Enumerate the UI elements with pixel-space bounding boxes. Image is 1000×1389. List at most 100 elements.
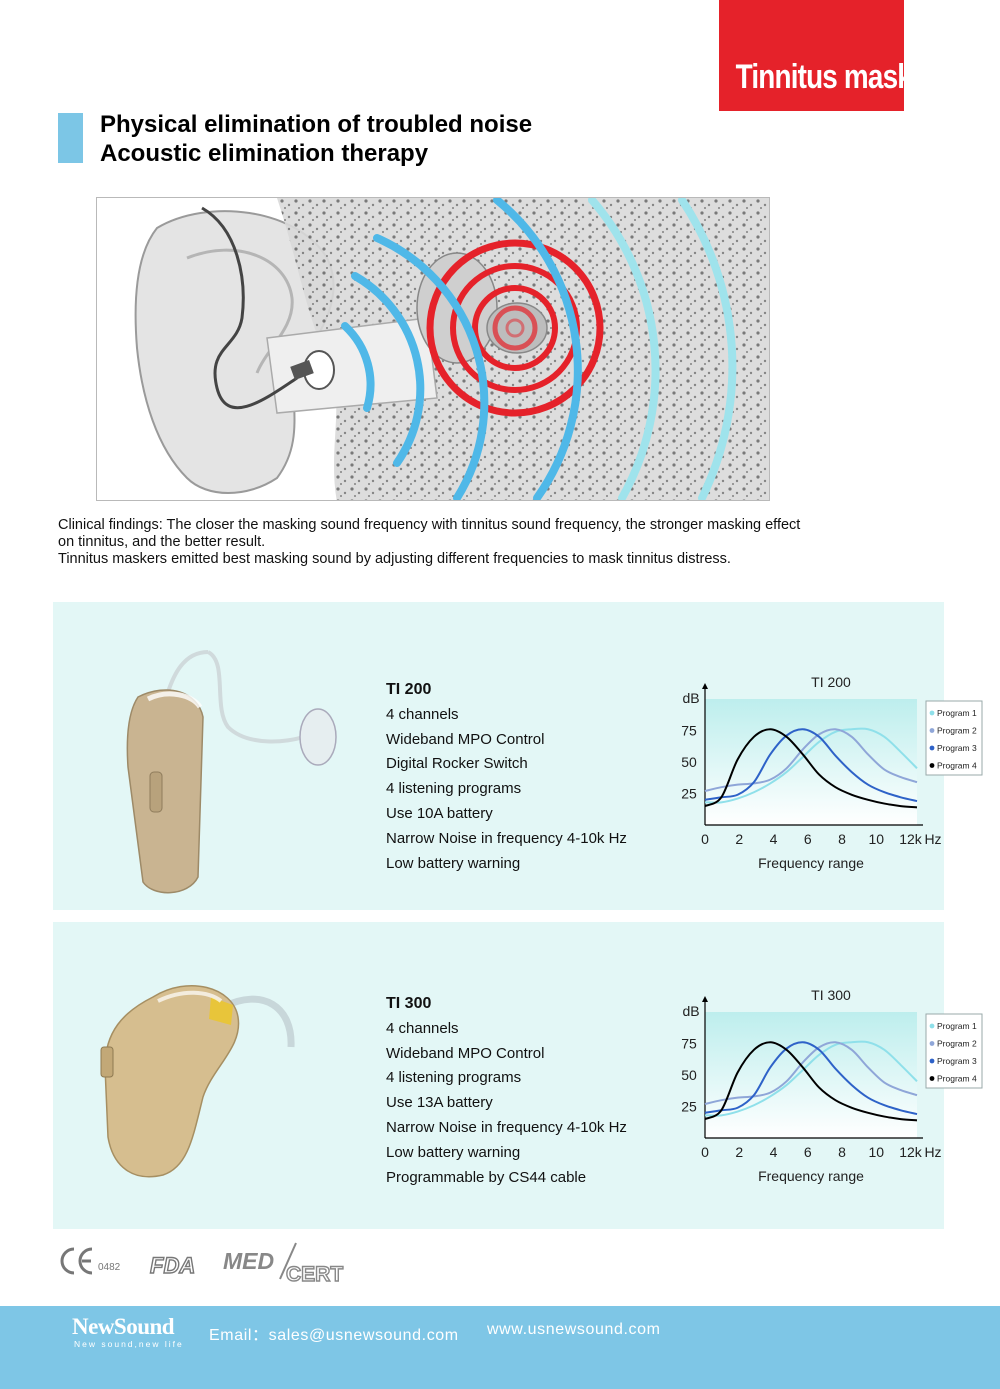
certification-logos: 0482 FDA MED CERT xyxy=(58,1241,378,1287)
title-badge: Tinnitus masker xyxy=(719,0,937,111)
chart-title: TI 300 xyxy=(811,987,851,1003)
x-tick-label: 6 xyxy=(804,1144,812,1160)
ti300-feature: Narrow Noise in frequency 4-10k Hz xyxy=(386,1118,627,1136)
x-tick-label: 4 xyxy=(770,831,778,847)
certification-logos-svg: 0482 FDA MED CERT xyxy=(60,1242,344,1287)
ti200-dome xyxy=(299,708,337,766)
product-panel-ti300: TI 300 4 channels Wideband MPO Control 4… xyxy=(53,922,983,1229)
ti300-specs: TI 300 4 channels Wideband MPO Control 4… xyxy=(386,992,627,1190)
series-line xyxy=(704,1041,918,1105)
legend-marker xyxy=(929,1041,935,1046)
ti200-feature: 4 listening programs xyxy=(386,780,522,798)
ti200-specs: TI 200 4 channels Wideband MPO Control D… xyxy=(386,678,627,876)
website-link[interactable]: www.usnewsound.com xyxy=(487,1321,661,1338)
ce-mark-icon xyxy=(60,1247,93,1275)
y-tick-label: 75 xyxy=(681,1036,697,1052)
ti200-title: TI 200 xyxy=(386,681,432,698)
product-panel-ti200: TI 200 4 channels Wideband MPO Control D… xyxy=(53,602,983,910)
findings-line-3: Tinnitus maskers emitted best masking so… xyxy=(58,551,731,567)
legend-label: Program 1 xyxy=(937,708,977,718)
legend-marker xyxy=(929,1058,935,1064)
ti300-volume-button xyxy=(100,1046,114,1078)
contact-email[interactable]: Email：sales@usnewsound.com xyxy=(209,1327,459,1344)
ti300-title: TI 300 xyxy=(386,995,432,1012)
footer-bar: NewSound New sound,new life Email：sales@… xyxy=(0,1306,1000,1389)
x-tick-label: 4 xyxy=(770,1144,778,1160)
ti300-feature: 4 listening programs xyxy=(386,1069,522,1087)
ear-illustration-svg xyxy=(134,198,769,500)
ti200-rocker-switch xyxy=(149,771,163,813)
legend-label: Program 3 xyxy=(937,743,977,753)
ti200-body xyxy=(126,689,204,894)
x-tick-label: 0 xyxy=(701,1144,709,1160)
legend-label: Program 2 xyxy=(937,726,977,736)
x-tick-label: 10 xyxy=(868,1144,884,1160)
x-tick-label: 6 xyxy=(804,831,812,847)
ti200-tube xyxy=(166,650,209,693)
ti300-feature: Low battery warning xyxy=(386,1143,521,1161)
series-line xyxy=(704,728,918,809)
x-tick-label: 12k xyxy=(899,831,923,847)
series-line xyxy=(704,1041,918,1122)
ti200-feature: 4 channels xyxy=(386,705,459,723)
legend-marker xyxy=(929,728,935,733)
ti300-feature: Use 13A battery xyxy=(386,1094,493,1112)
page-heading: Physical elimination of troubled noise A… xyxy=(100,110,532,168)
heading-line-2: Acoustic elimination therapy xyxy=(100,140,429,167)
legend-box xyxy=(925,1013,983,1089)
y-tick-label: 25 xyxy=(681,1099,697,1115)
series-line xyxy=(704,728,918,803)
series-line xyxy=(704,1041,918,1116)
brand-logo: NewSound xyxy=(72,1314,175,1339)
ti200-feature: Wideband MPO Control xyxy=(386,730,545,748)
hearing-aid-tube xyxy=(201,206,298,410)
ti300-gold-ring xyxy=(209,997,233,1025)
masking-sound-waves xyxy=(341,198,737,500)
ti200-feature: Use 10A battery xyxy=(386,804,493,822)
series-line xyxy=(704,727,918,804)
legend-label: Program 1 xyxy=(937,1021,977,1031)
med-logo: MED xyxy=(223,1248,274,1274)
ti300-feature: 4 channels xyxy=(386,1019,459,1037)
ce-number: 0482 xyxy=(98,1262,121,1273)
y-axis-arrow xyxy=(702,996,708,1002)
ti300-device-image xyxy=(100,984,295,1178)
legend-marker xyxy=(929,745,935,751)
ti200-device-image xyxy=(126,650,337,894)
x-tick-label: 8 xyxy=(838,1144,846,1160)
earpiece-connector xyxy=(290,360,314,380)
cert-logo: CERT xyxy=(286,1263,343,1286)
legend-marker xyxy=(929,710,935,716)
medcert-slash xyxy=(279,1242,297,1280)
ti200-feature: Digital Rocker Switch xyxy=(386,755,528,773)
ti300-feature: Wideband MPO Control xyxy=(386,1044,545,1062)
y-tick-label: 75 xyxy=(681,723,697,739)
heading-line-1: Physical elimination of troubled noise xyxy=(100,111,533,138)
ear-illustration xyxy=(96,197,770,501)
x-axis-label: Frequency range xyxy=(758,855,864,871)
y-axis-label: dB xyxy=(682,690,699,706)
brand-tagline: New sound,new life xyxy=(74,1339,184,1349)
x-axis-unit: Hz xyxy=(924,831,941,847)
x-tick-label: 2 xyxy=(735,831,743,847)
ti300-feature: Programmable by CS44 cable xyxy=(386,1168,587,1186)
ear-canal xyxy=(266,317,438,414)
legend-label: Program 3 xyxy=(937,1056,977,1066)
y-axis-arrow xyxy=(702,683,708,689)
series-line xyxy=(704,1040,918,1117)
legend-label: Program 4 xyxy=(937,761,977,771)
legend-box xyxy=(925,700,983,776)
ti300-earhook xyxy=(221,995,295,1048)
x-axis-unit: Hz xyxy=(924,1144,941,1160)
fda-logo: FDA xyxy=(150,1253,195,1278)
legend-marker xyxy=(929,1023,935,1029)
legend-marker xyxy=(929,763,935,768)
findings-line-1: Clinical findings: The closer the maskin… xyxy=(58,517,801,533)
clinical-findings: Clinical findings: The closer the maskin… xyxy=(58,517,898,568)
ti200-feature: Low battery warning xyxy=(386,854,521,872)
y-tick-label: 50 xyxy=(681,1067,697,1083)
y-tick-label: 25 xyxy=(681,786,697,802)
